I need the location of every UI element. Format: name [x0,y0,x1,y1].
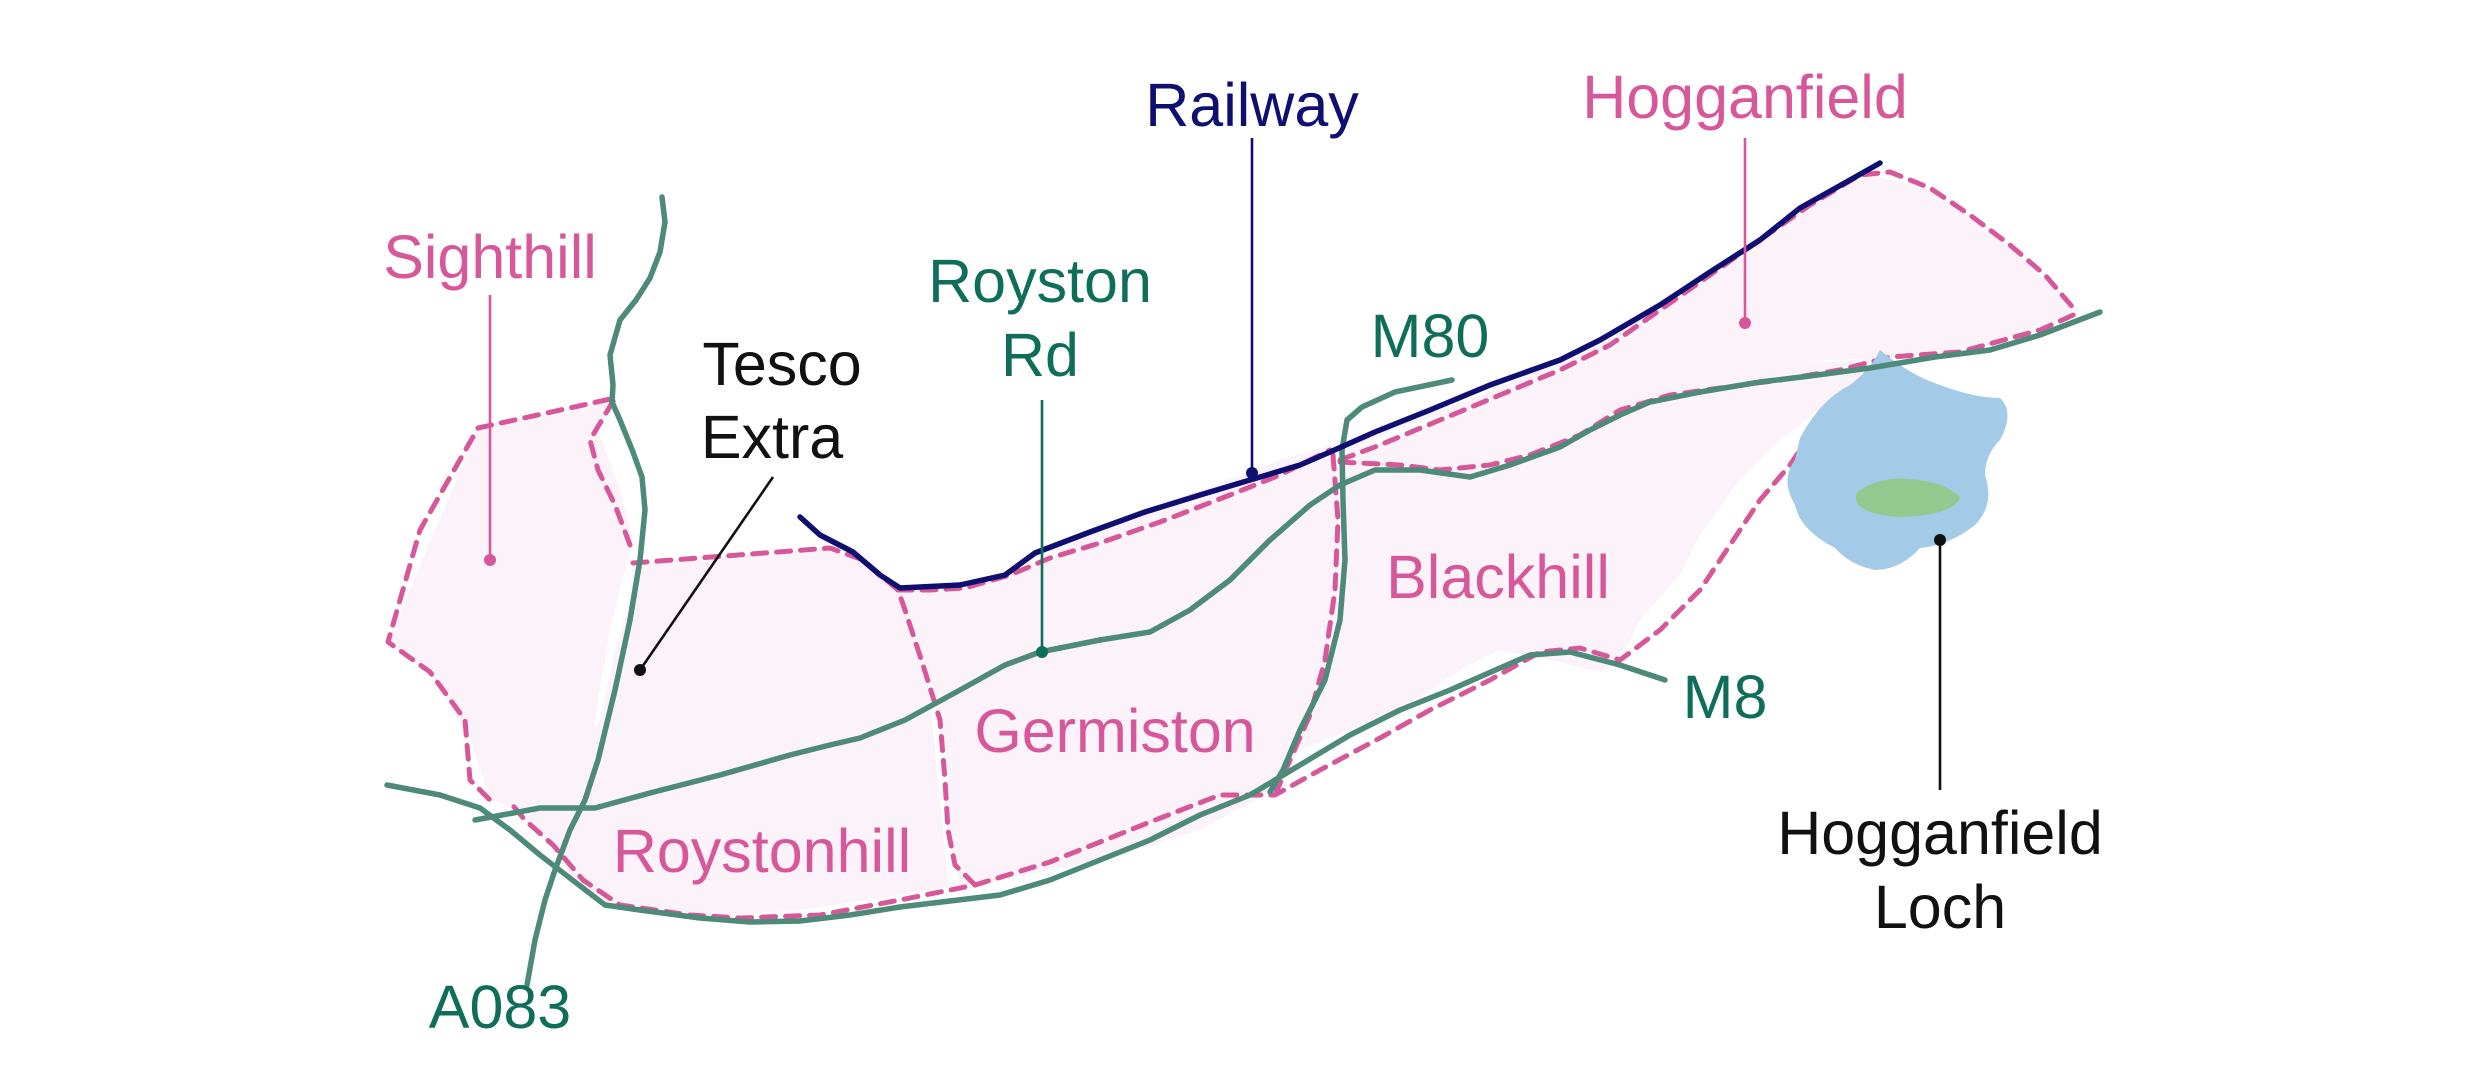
m80-road [1267,377,1455,795]
hogganfield-loch [1787,350,2008,570]
royston-rd-road [472,309,2103,823]
a083-road [524,194,668,988]
m8-road [384,649,1668,925]
tesco-label-line2: Extra [701,403,843,471]
sighthill-boundary [385,395,633,803]
roads [384,194,2103,988]
hogganfield-boundary [1337,169,2078,463]
sighthill-area-fill [388,398,633,815]
railway-line [797,160,1883,591]
loch-water [1787,350,2008,570]
tesco-leader [638,476,775,671]
hogganfield-area-fill [1040,175,2080,555]
germiston-east-boundary [895,447,1333,593]
a083-label: A083 [429,973,571,1041]
loch-label-line2: Loch [1874,873,2006,941]
blackhill-north-boundary [1337,309,2083,473]
hogganfield-dot [1739,317,1751,329]
labels: Sighthill Roystonhill Germiston Blackhil… [383,63,2103,1041]
tesco-dot [634,664,646,676]
roystonhill-label: Roystonhill [613,817,911,885]
royston-rd-label-line2: Rd [1001,321,1079,389]
germiston-area-fill [898,450,1340,885]
area-fills [388,175,2080,918]
blackhill-area-fill [1270,355,1890,790]
railway-label: Railway [1145,71,1359,139]
roystonhill-area-fill [525,548,960,918]
loch-dot [1934,534,1946,546]
royston-rd-dot [1036,646,1048,658]
railway-dot [1246,467,1258,479]
m80-label: M80 [1371,302,1490,370]
hogganfield-label: Hogganfield [1582,63,1908,131]
loch-island [1855,478,1960,517]
sighthill-dot [484,554,496,566]
royston-rd-label-line1: Royston [928,247,1152,315]
blackhill-label: Blackhill [1386,543,1610,611]
tesco-label-line1: Tesco [702,330,861,398]
leader-lines [484,138,1946,790]
roystonhill-boundary [507,545,978,921]
germiston-label: Germiston [974,697,1255,765]
m8-label: M8 [1683,663,1768,731]
sighthill-label: Sighthill [383,223,597,291]
loch-label-line1: Hogganfield [1777,799,2103,867]
